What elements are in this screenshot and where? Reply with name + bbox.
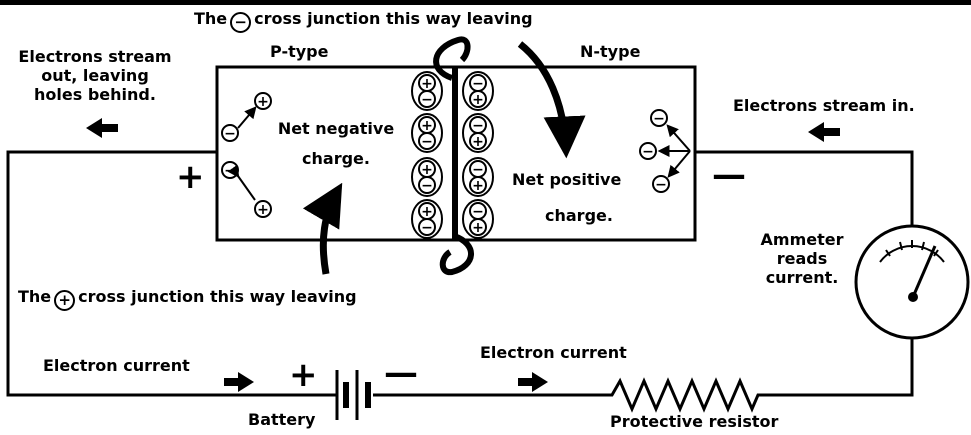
arrow-right-current	[224, 372, 254, 392]
arrow-left-in	[808, 122, 840, 142]
charge-circle	[469, 90, 487, 108]
svg-text:+: +	[257, 94, 269, 110]
top-border	[0, 0, 971, 5]
charge-sign: +	[472, 134, 484, 150]
plus-circle-icon: +	[54, 290, 76, 311]
resistor-label: Protective resistor	[610, 412, 779, 431]
charge-sign: +	[472, 220, 484, 236]
charge-sign: −	[472, 204, 484, 220]
charge-sign: −	[421, 92, 433, 108]
n-terminal-minus: —	[712, 155, 746, 195]
battery-plus-sign: +	[289, 355, 318, 395]
charge-circle	[418, 132, 436, 150]
arrow-right-current	[518, 372, 548, 392]
net-positive-label: Net positive	[512, 170, 622, 189]
charge-sign: −	[472, 118, 484, 134]
p-type-label: P-type	[270, 42, 329, 61]
charge-circle	[469, 176, 487, 194]
bottom-junction-caption: The+cross junction this way leaving	[18, 287, 357, 311]
hole-carrier	[254, 200, 272, 218]
charge-sign: +	[472, 178, 484, 194]
charge-sign: −	[472, 162, 484, 178]
p-region-carriers: + − − +	[221, 92, 272, 218]
arrow-left-out	[86, 118, 118, 138]
charge-circle	[469, 218, 487, 236]
p-terminal-plus: +	[176, 157, 205, 197]
junction-crossing-arrows	[302, 36, 586, 276]
svg-text:−: −	[224, 163, 236, 179]
charge-sign: −	[421, 134, 433, 150]
svg-text:−: −	[655, 177, 667, 193]
battery-symbol	[335, 370, 371, 420]
charge-sign: −	[472, 76, 484, 92]
electron-carrier	[221, 124, 239, 142]
electron-carrier	[650, 109, 668, 127]
hole-carrier	[254, 92, 272, 110]
n-region-carriers: − − −	[639, 109, 691, 193]
net-positive-label-2: charge.	[545, 206, 613, 225]
ammeter-label: Ammeter reads current.	[760, 230, 844, 287]
charge-circle	[469, 132, 487, 150]
charge-sign: +	[421, 76, 433, 92]
battery-label: Battery	[248, 410, 316, 429]
svg-text:−: −	[224, 126, 236, 142]
charge-circle	[418, 90, 436, 108]
top-junction-caption: The−cross junction this way leaving	[194, 9, 533, 33]
electron-current-mid-label: Electron current	[480, 343, 627, 362]
ammeter-needle	[911, 245, 937, 298]
svg-text:−: −	[642, 144, 654, 160]
charge-sign: −	[421, 178, 433, 194]
charge-circle	[418, 176, 436, 194]
electron-carrier	[652, 175, 670, 193]
minus-circle-icon: −	[230, 12, 252, 33]
charge-sign: +	[472, 92, 484, 108]
electrons-stream-out-label: Electrons stream out, leaving holes behi…	[18, 47, 172, 104]
net-negative-label: Net negative charge.	[277, 119, 395, 168]
charge-circle	[418, 218, 436, 236]
charge-sign: +	[421, 204, 433, 220]
n-side-junction-charges: −+−+−+−+	[462, 71, 494, 239]
pn-junction-line	[452, 67, 458, 240]
ammeter	[854, 224, 970, 340]
charge-sign: −	[421, 220, 433, 236]
flow-arrows	[86, 118, 840, 392]
svg-text:−: −	[653, 111, 665, 127]
charge-sign: +	[421, 118, 433, 134]
svg-text:+: +	[257, 202, 269, 218]
n-type-label: N-type	[580, 42, 641, 61]
p-side-junction-charges: +−+−+−+−	[411, 71, 443, 239]
circuit-wire	[6, 150, 914, 397]
electron-carrier	[639, 142, 657, 160]
electrons-stream-in-label: Electrons stream in.	[733, 96, 915, 115]
charge-sign: +	[421, 162, 433, 178]
battery-minus-sign: —	[384, 353, 418, 393]
resistor-symbol	[600, 377, 766, 413]
electron-current-left-label: Electron current	[43, 356, 190, 375]
